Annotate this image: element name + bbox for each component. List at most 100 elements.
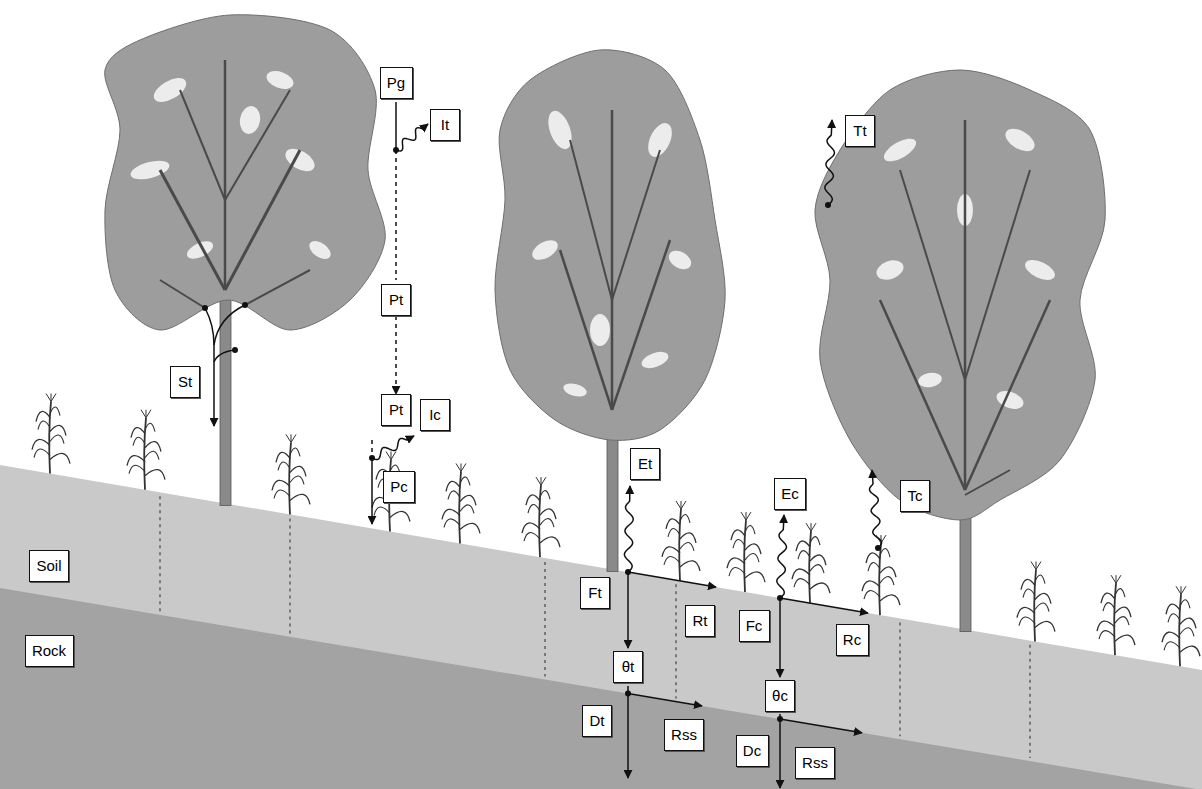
- zone-divider: [675, 584, 676, 698]
- corn-leaf: [1099, 631, 1115, 640]
- corn-plant: [792, 523, 830, 603]
- corn-leaf: [460, 523, 480, 533]
- corn-leaf: [680, 533, 696, 543]
- corn-leaf: [50, 435, 64, 444]
- tree-branch: [160, 280, 205, 308]
- flux-symbol: Pt: [389, 292, 403, 309]
- corn-leaf: [274, 490, 290, 499]
- tree-crown: [105, 15, 386, 330]
- corn-leaf: [50, 407, 60, 416]
- tree-branch: [612, 240, 670, 410]
- corn-plant: [372, 452, 410, 532]
- crown-gap: [874, 257, 906, 283]
- corn-leaf: [32, 439, 50, 449]
- corn-leaf: [133, 437, 145, 446]
- corn-leaf: [145, 470, 165, 480]
- corn-leaf: [290, 466, 306, 476]
- corn-leaf: [745, 572, 765, 582]
- tree-branch: [245, 270, 310, 305]
- runoff-arrow: [628, 572, 716, 587]
- tree-branch: [612, 150, 660, 300]
- tree-branch: [570, 140, 612, 300]
- throughfall-line: [371, 440, 373, 458]
- corn-leaf: [540, 519, 554, 528]
- corn-tassel: [141, 410, 146, 418]
- corn-leaf: [862, 581, 880, 591]
- corn-leaf: [444, 519, 460, 528]
- flux-label-box: St: [170, 366, 200, 398]
- flux-symbol: Et: [638, 456, 652, 473]
- stemflow-arrow: [213, 345, 215, 426]
- corn-leaf: [1035, 603, 1049, 612]
- crown-gap: [666, 247, 695, 273]
- tree-branch: [880, 300, 965, 490]
- throughfall-line: [395, 150, 397, 280]
- wavy-flux-arrow: [624, 486, 633, 572]
- drainage-arrow: [627, 694, 629, 778]
- corn-leaf: [792, 569, 810, 579]
- rain-stem: [395, 102, 397, 150]
- zone-divider: [159, 496, 160, 612]
- corn-leaf: [129, 465, 145, 474]
- flux-label-box: Ec: [774, 478, 806, 510]
- corn-leaf: [864, 591, 880, 600]
- tree-branch: [965, 470, 1010, 495]
- flux-symbol: θc: [772, 688, 788, 705]
- corn-leaf: [528, 505, 540, 514]
- corn-plant: [272, 434, 310, 514]
- corn-tassel: [51, 394, 56, 402]
- tree-branch: [964, 120, 967, 490]
- tree-branch: [965, 300, 1050, 490]
- corn-leaf: [448, 491, 460, 500]
- soil-layer: [0, 465, 1202, 789]
- flux-label-box: Fc: [739, 610, 770, 642]
- tree-crown: [815, 70, 1105, 520]
- corn-leaf: [731, 530, 745, 540]
- corn-leaf: [810, 537, 820, 546]
- flux-symbol: Dc: [743, 743, 761, 760]
- corn-leaf: [668, 528, 680, 537]
- corn-tassel: [746, 512, 751, 520]
- wavy-flux-arrow: [372, 436, 414, 460]
- infiltration-arrow: [627, 572, 629, 648]
- corn-leaf: [276, 452, 290, 462]
- zone-divider: [289, 518, 290, 633]
- corn-leaf: [729, 568, 745, 577]
- zone-divider: [899, 622, 900, 736]
- corn-leaf: [145, 451, 159, 460]
- corn-leaf: [1115, 617, 1129, 626]
- flux-symbol: Rc: [843, 632, 861, 649]
- corn-leaf: [1017, 607, 1035, 617]
- flux-symbol: Rss: [671, 727, 697, 744]
- subsurface-flow-arrow: [780, 719, 862, 733]
- tree-branch: [611, 110, 614, 410]
- flux-label-box: Tt: [845, 115, 875, 147]
- corn-plant: [1097, 575, 1135, 655]
- corn-tassel: [461, 463, 466, 471]
- wavy-flux-arrow: [825, 120, 835, 205]
- corn-tassel: [1116, 575, 1121, 583]
- flux-point: [232, 347, 238, 353]
- corn-tassel: [1181, 586, 1186, 594]
- corn-leaf: [145, 442, 161, 452]
- flux-label-box: It: [430, 109, 460, 141]
- flux-label-box: Pt: [381, 394, 411, 426]
- corn-leaf: [1035, 593, 1051, 603]
- corn-tassel: [291, 434, 296, 442]
- corn-leaf: [733, 540, 745, 549]
- corn-leaf: [1164, 642, 1180, 651]
- tree-branch: [160, 170, 225, 290]
- corn-tassel: [676, 501, 681, 509]
- corn-leaf: [880, 567, 896, 577]
- crown-gap: [529, 236, 561, 264]
- corn-leaf: [680, 561, 700, 571]
- corn-tassel: [541, 477, 546, 485]
- corn-leaf: [290, 494, 310, 504]
- corn-leaf: [460, 495, 476, 505]
- corn-leaf: [662, 547, 680, 557]
- corn-plant: [442, 463, 480, 543]
- crown-gap: [917, 371, 943, 389]
- flux-symbol: Tc: [908, 488, 923, 505]
- flux-label-box: θt: [613, 651, 643, 683]
